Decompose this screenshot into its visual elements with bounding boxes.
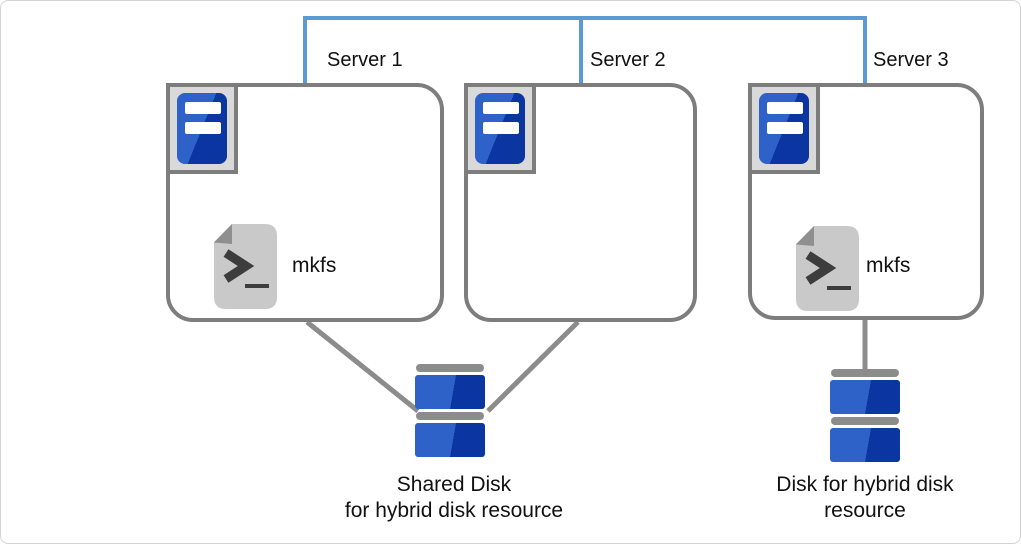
mkfs-script-file-icon bbox=[214, 224, 277, 309]
server1-shared-disk-line bbox=[305, 320, 420, 413]
terminal-prompt-icon bbox=[223, 249, 255, 283]
shared-disk-caption: Shared Disk for hybrid disk resource bbox=[284, 472, 624, 524]
caption-line: resource bbox=[824, 499, 906, 522]
disk-platter bbox=[830, 380, 900, 414]
mkfs-script-file-icon bbox=[796, 226, 859, 311]
server-tower-icon bbox=[177, 93, 227, 164]
server3-box bbox=[748, 83, 984, 320]
server2-label: Server 2 bbox=[590, 49, 666, 71]
server-slot-bar bbox=[767, 102, 803, 114]
server-icon bbox=[166, 83, 238, 174]
server2-shared-disk-line bbox=[486, 320, 580, 413]
terminal-prompt-icon bbox=[805, 251, 837, 285]
disk-cap-bar bbox=[416, 412, 484, 420]
shared-disk-icon bbox=[415, 364, 485, 460]
folded-corner-icon bbox=[796, 226, 814, 246]
caption-line: Disk for hybrid disk bbox=[776, 473, 954, 496]
disk-cap-bar bbox=[831, 417, 899, 425]
disk-platter bbox=[415, 423, 485, 457]
caption-line: Shared Disk bbox=[396, 473, 512, 496]
server-slot-bar bbox=[185, 102, 221, 114]
server-slot-bar bbox=[185, 122, 221, 134]
disk-platter bbox=[415, 375, 485, 409]
server2-box bbox=[464, 83, 697, 322]
server-slot-bar bbox=[483, 102, 519, 114]
disk-cap-bar bbox=[416, 364, 484, 372]
mkfs-label-server3: mkfs bbox=[866, 254, 911, 277]
server1-box bbox=[166, 83, 444, 322]
server-tower-icon bbox=[759, 93, 809, 164]
server-icon bbox=[748, 83, 820, 174]
disk-platter bbox=[830, 428, 900, 462]
mkfs-label-server1: mkfs bbox=[292, 254, 337, 277]
folded-corner-icon bbox=[214, 224, 232, 244]
server-icon bbox=[464, 83, 536, 174]
server1-label: Server 1 bbox=[327, 49, 403, 71]
server-slot-bar bbox=[767, 122, 803, 134]
server-slot-bar bbox=[483, 122, 519, 134]
hybrid-disk-icon bbox=[830, 369, 900, 465]
disk-cap-bar bbox=[831, 369, 899, 377]
interconnect-line bbox=[303, 16, 867, 85]
caption-line: for hybrid disk resource bbox=[344, 499, 564, 522]
hybrid-disk-caption: Disk for hybrid disk resource bbox=[765, 472, 965, 524]
server-tower-icon bbox=[475, 93, 525, 164]
server3-label: Server 3 bbox=[873, 49, 949, 71]
